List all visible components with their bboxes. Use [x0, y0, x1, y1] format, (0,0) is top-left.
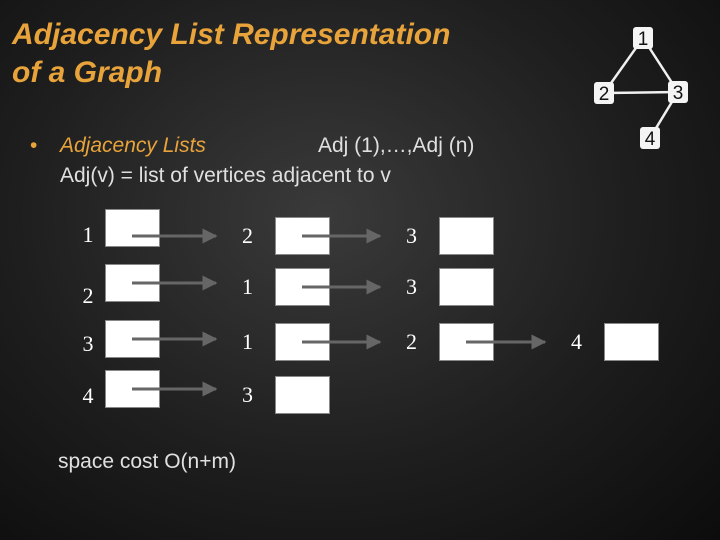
- space-cost-note: space cost O(n+m): [58, 450, 236, 473]
- graph-node-1: 1: [633, 27, 653, 50]
- list-node-value: 4: [571, 329, 582, 354]
- list-node-value: 1: [242, 329, 253, 354]
- svg-text:4: 4: [645, 129, 656, 150]
- list-node-next: [439, 217, 494, 255]
- graph-node-3: 3: [668, 81, 688, 104]
- slide-title: Adjacency List Representation of a Graph: [12, 16, 450, 92]
- list-node-next: [275, 323, 330, 361]
- list-node-next: [604, 323, 659, 361]
- list-node: 2: [220, 217, 330, 255]
- list-node: 1: [220, 268, 330, 306]
- list-node: 3: [384, 268, 494, 306]
- svg-text:3: 3: [673, 83, 684, 104]
- vertex-label: 2: [82, 283, 94, 308]
- title-line-1: Adjacency List Representation: [12, 18, 451, 51]
- head-pointer-cell: [105, 209, 160, 247]
- list-node: 2: [384, 323, 494, 361]
- list-node: 4: [549, 323, 659, 361]
- svg-text:2: 2: [599, 84, 610, 105]
- list-node: 3: [384, 217, 494, 255]
- graph-diagram: 1 2 3 4: [594, 27, 688, 150]
- head-pointer-cell: [105, 264, 160, 302]
- vertex-label: 4: [82, 383, 94, 408]
- list-node-next: [275, 217, 330, 255]
- list-node-next: [275, 268, 330, 306]
- bullet-definition: Adj(v) = list of vertices adjacent to v: [60, 164, 391, 187]
- list-node-value: 3: [406, 223, 417, 248]
- list-node-value: 3: [242, 382, 253, 407]
- list-node-value: 3: [406, 274, 417, 299]
- list-node-next: [275, 376, 330, 414]
- list-node-value: 2: [242, 223, 253, 248]
- head-pointer-cell: [105, 370, 160, 408]
- list-node: 1: [220, 323, 330, 361]
- bullet-dot: •: [30, 134, 38, 157]
- bullet-range: Adj (1),…,Adj (n): [318, 134, 475, 157]
- graph-node-2: 2: [594, 82, 614, 105]
- bullet-label: Adjacency Lists: [60, 134, 206, 157]
- graph-node-4: 4: [640, 127, 660, 150]
- list-node-value: 2: [406, 329, 417, 354]
- list-node-value: 1: [242, 274, 253, 299]
- title-line-2: of a Graph: [12, 56, 163, 89]
- list-node: 3: [220, 376, 330, 414]
- list-node-next: [439, 268, 494, 306]
- vertex-label: 3: [82, 331, 94, 356]
- graph-edge-2-3: [603, 90, 679, 95]
- list-node-next: [439, 323, 494, 361]
- head-pointer-cell: [105, 320, 160, 358]
- vertex-label: 1: [82, 222, 94, 247]
- svg-text:1: 1: [638, 29, 649, 50]
